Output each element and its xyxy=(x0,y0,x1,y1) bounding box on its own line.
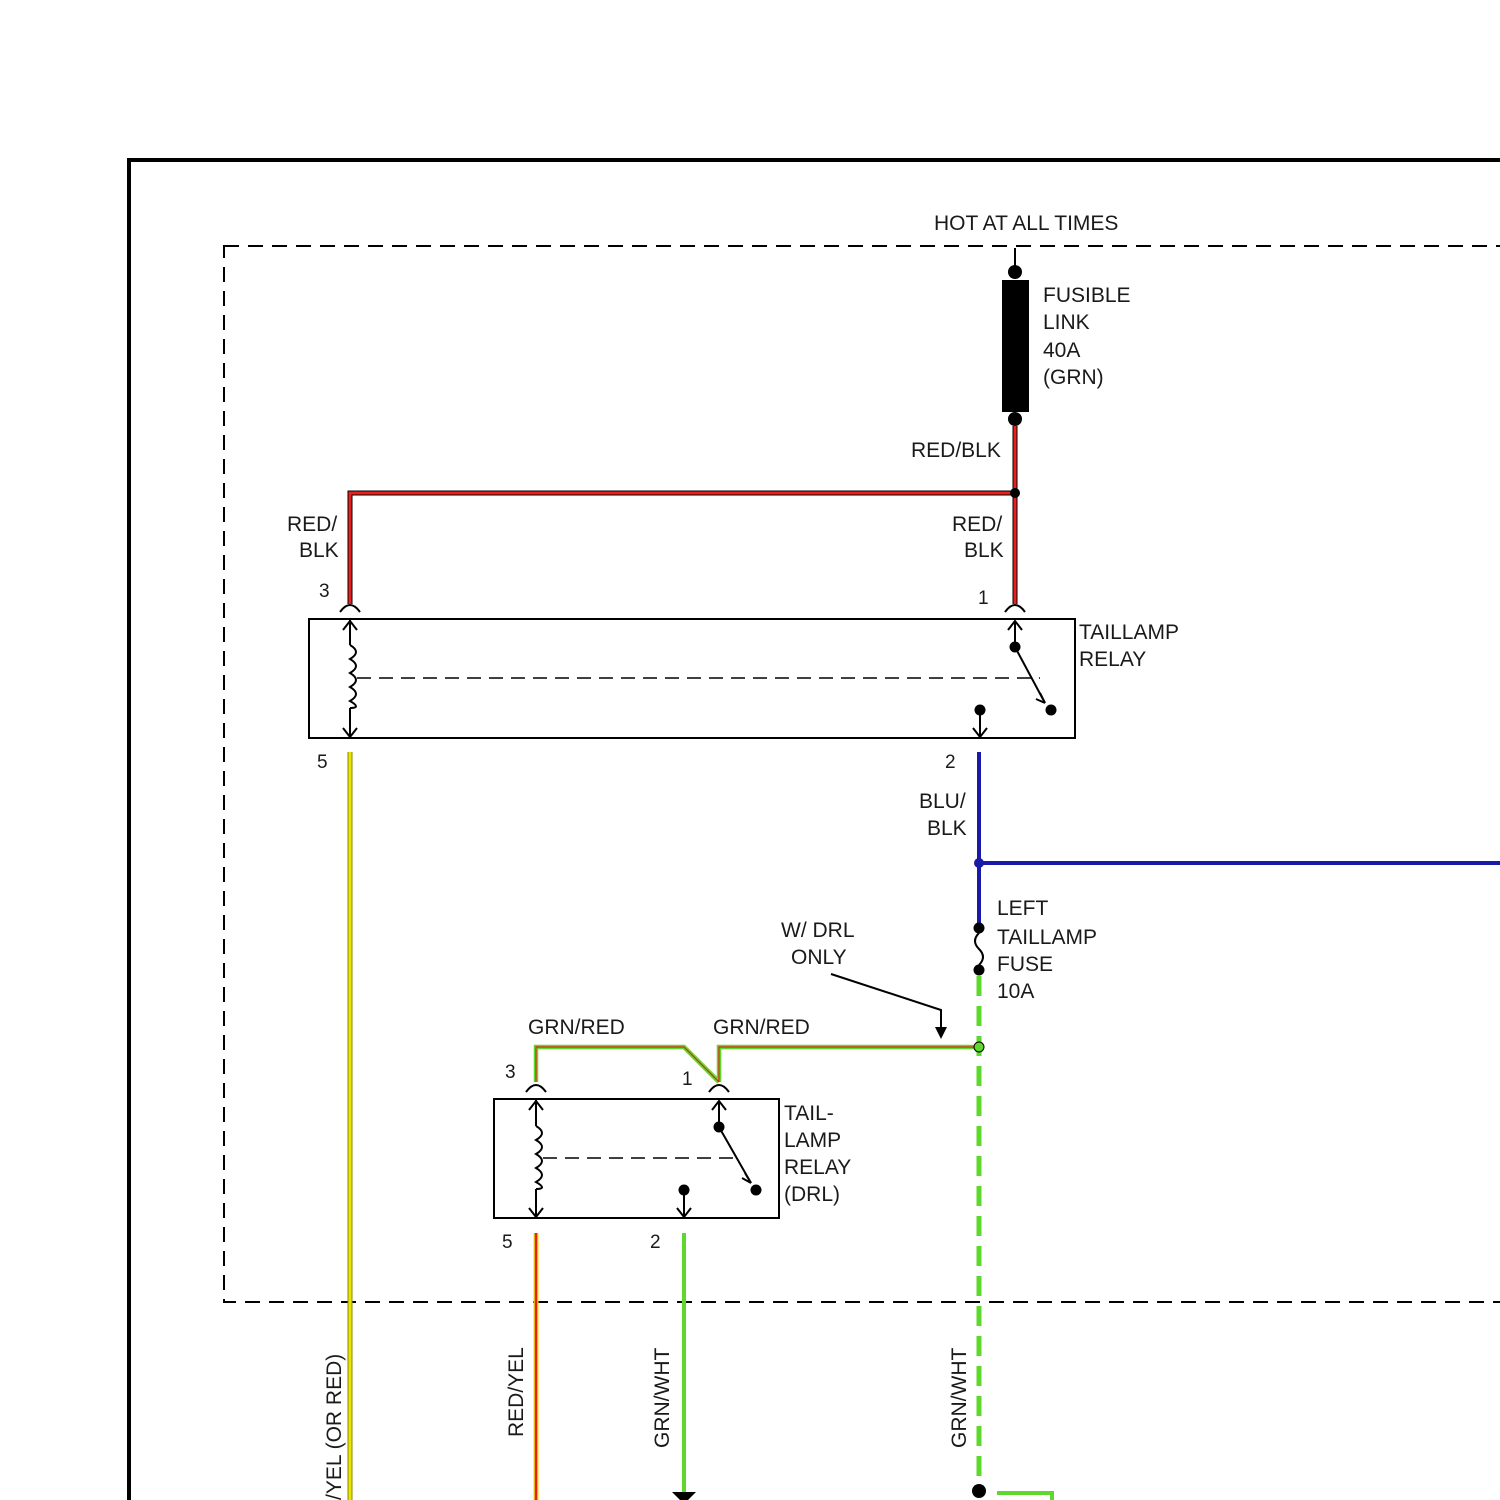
drl-note-line1: W/ DRL xyxy=(781,919,855,942)
fusible-link-label-line1: FUSIBLE xyxy=(1043,284,1131,307)
relay2-switch xyxy=(712,1101,751,1183)
relay1-contact xyxy=(1046,705,1057,716)
fusible-link-label-line3: 40A xyxy=(1043,339,1080,362)
relay1-pin2-contact xyxy=(975,705,986,716)
relay1-pin3-label: 3 xyxy=(319,581,330,602)
relay2-pin1-label: 1 xyxy=(682,1069,693,1090)
relay2-pin3-connector xyxy=(526,1085,546,1092)
blu-blk-splice xyxy=(974,858,984,868)
relay1-pin1-connector xyxy=(1005,605,1025,612)
fusible-link xyxy=(1002,280,1029,412)
left-taillamp-fuse xyxy=(974,923,985,976)
relay1-pin5-label: 5 xyxy=(317,752,328,773)
red-blk-right-label-line2: BLK xyxy=(964,539,1004,562)
taillamp-relay-label-line1: TAILLAMP xyxy=(1079,621,1179,644)
left-taillamp-fuse-label-line2: TAILLAMP xyxy=(997,926,1097,949)
grn-wht-bottom-node xyxy=(972,1484,986,1498)
relay2-switch-pivot xyxy=(714,1122,725,1133)
fusible-link-bottom-node xyxy=(1008,412,1022,426)
drl-note-arrow xyxy=(831,974,941,1030)
relay2-contact xyxy=(751,1185,762,1196)
grn-wht-ground-arrow xyxy=(672,1492,696,1500)
left-taillamp-fuse-label-line4: 10A xyxy=(997,980,1034,1003)
module-boundary xyxy=(224,246,1500,1302)
red-blk-right-label-line1: RED/ xyxy=(952,513,1002,536)
relay2-coil xyxy=(529,1099,543,1217)
blu-blk-wire xyxy=(979,752,1500,928)
taillamp-relay-drl-label-line4: (DRL) xyxy=(784,1183,840,1206)
taillamp-relay-label-line2: RELAY xyxy=(1079,648,1146,671)
grn-red-left-label: GRN/RED xyxy=(528,1016,625,1039)
relay1-pin2-label: 2 xyxy=(945,752,956,773)
red-blk-splice xyxy=(1010,488,1020,498)
relay1-switch xyxy=(1008,621,1045,703)
relay2-pin2-label: 2 xyxy=(650,1232,661,1253)
relay2-pin3-label: 3 xyxy=(505,1062,516,1083)
fusible-link-label-line2: LINK xyxy=(1043,311,1090,334)
hot-feed-node xyxy=(1008,265,1022,279)
grn-red-splice xyxy=(974,1042,984,1052)
left-taillamp-fuse-label-line1: LEFT xyxy=(997,897,1049,920)
taillamp-relay-drl-label-line2: LAMP xyxy=(784,1129,841,1152)
outer-frame xyxy=(129,160,1500,1500)
hot-at-all-times-label: HOT AT ALL TIMES xyxy=(934,212,1118,235)
grn-wht-right-label: GRN/WHT xyxy=(948,1348,971,1448)
relay1-pin3-connector xyxy=(340,605,360,612)
red-yel-wire-label: RED/YEL xyxy=(505,1347,528,1437)
red-blk-left-label-line2: BLK xyxy=(299,539,339,562)
taillamp-relay-drl xyxy=(494,1085,779,1218)
red-blk-wire-label: RED/BLK xyxy=(911,439,1001,462)
grn-wht-bottom-branch xyxy=(997,1493,1052,1500)
relay1-switch-pivot xyxy=(1010,642,1021,653)
grn-red-right-label: GRN/RED xyxy=(713,1016,810,1039)
blu-blk-label-line2: BLK xyxy=(927,817,967,840)
fusible-link-label: FUSIBLE LINK 40A (GRN) xyxy=(1043,284,1131,389)
taillamp-relay xyxy=(309,605,1075,738)
grn-wht-left-label: GRN/WHT xyxy=(651,1348,674,1448)
drl-note-arrowhead xyxy=(935,1027,947,1039)
grn-red-wire xyxy=(536,1047,979,1082)
red-blk-left-label-line1: RED/ xyxy=(287,513,337,536)
relay2-pin2-contact xyxy=(679,1185,690,1196)
taillamp-relay-drl-label-line3: RELAY xyxy=(784,1156,851,1179)
relay2-pin1-connector xyxy=(709,1085,729,1092)
drl-note-line2: ONLY xyxy=(791,946,847,969)
fusible-link-label-line4: (GRN) xyxy=(1043,366,1104,389)
relay2-pin5-label: 5 xyxy=(502,1232,513,1253)
relay1-coil xyxy=(343,619,357,737)
left-taillamp-fuse-label-line3: FUSE xyxy=(997,953,1053,976)
relay1-pin1-label: 1 xyxy=(978,588,989,609)
blu-blk-label-line1: BLU/ xyxy=(919,790,966,813)
yel-or-red-wire-label: /YEL (OR RED) xyxy=(323,1354,346,1500)
taillamp-relay-drl-label-line1: TAIL- xyxy=(784,1102,834,1125)
